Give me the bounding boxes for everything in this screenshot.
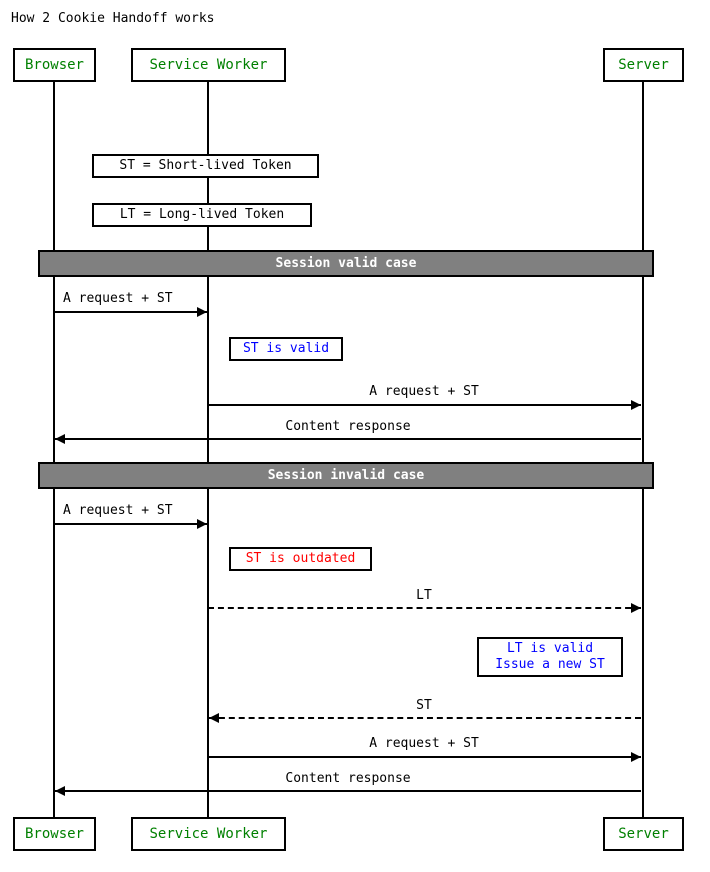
note-line: LT is valid <box>506 641 594 656</box>
arrowhead-right <box>631 603 641 613</box>
note-line: ST is outdated <box>245 551 356 566</box>
message-line <box>208 756 641 758</box>
message-line <box>208 607 641 609</box>
message-label: A request + ST <box>369 384 479 399</box>
arrowhead-right <box>197 307 207 317</box>
participant-header-server[interactable]: Server <box>603 48 684 82</box>
message-label: Content response <box>285 771 411 786</box>
message-line <box>55 438 641 440</box>
arrowhead-right <box>631 752 641 762</box>
arrowhead-left <box>209 713 219 723</box>
message-line <box>55 790 641 792</box>
message-label: A request + ST <box>63 291 173 306</box>
note-st-is-valid: ST is valid <box>229 337 343 361</box>
section-divider-session-invalid-case: Session invalid case <box>38 462 654 489</box>
message-label: Content response <box>285 419 411 434</box>
message-line <box>54 523 207 525</box>
arrowhead-left <box>55 786 65 796</box>
note-line: Issue a new ST <box>495 657 605 672</box>
legend-note-0-st-short-lived-token: ST = Short-lived Token <box>92 154 319 178</box>
lifeline-server <box>642 82 644 817</box>
note-st-is-outdated: ST is outdated <box>229 547 372 571</box>
participant-header-service-worker[interactable]: Service Worker <box>131 48 286 82</box>
arrowhead-right <box>631 400 641 410</box>
message-line <box>208 404 641 406</box>
arrowhead-right <box>197 519 207 529</box>
message-line <box>209 717 641 719</box>
section-divider-session-valid-case: Session valid case <box>38 250 654 277</box>
lifeline-browser <box>53 82 55 817</box>
lifeline-service-worker <box>207 82 209 817</box>
participant-header-browser[interactable]: Browser <box>13 48 96 82</box>
message-label: LT <box>416 588 432 603</box>
message-label: A request + ST <box>369 736 479 751</box>
note-line: LT = Long-lived Token <box>119 207 285 222</box>
legend-note-1-lt-long-lived-token: LT = Long-lived Token <box>92 203 312 227</box>
message-label: A request + ST <box>63 503 173 518</box>
participant-footer-server[interactable]: Server <box>603 817 684 851</box>
message-line <box>54 311 207 313</box>
participant-footer-browser[interactable]: Browser <box>13 817 96 851</box>
note-line: ST is valid <box>242 341 330 356</box>
message-label: ST <box>416 698 432 713</box>
arrowhead-left <box>55 434 65 444</box>
diagram-title: How 2 Cookie Handoff works <box>11 11 215 26</box>
participant-footer-service-worker[interactable]: Service Worker <box>131 817 286 851</box>
note-line: ST = Short-lived Token <box>119 158 292 173</box>
